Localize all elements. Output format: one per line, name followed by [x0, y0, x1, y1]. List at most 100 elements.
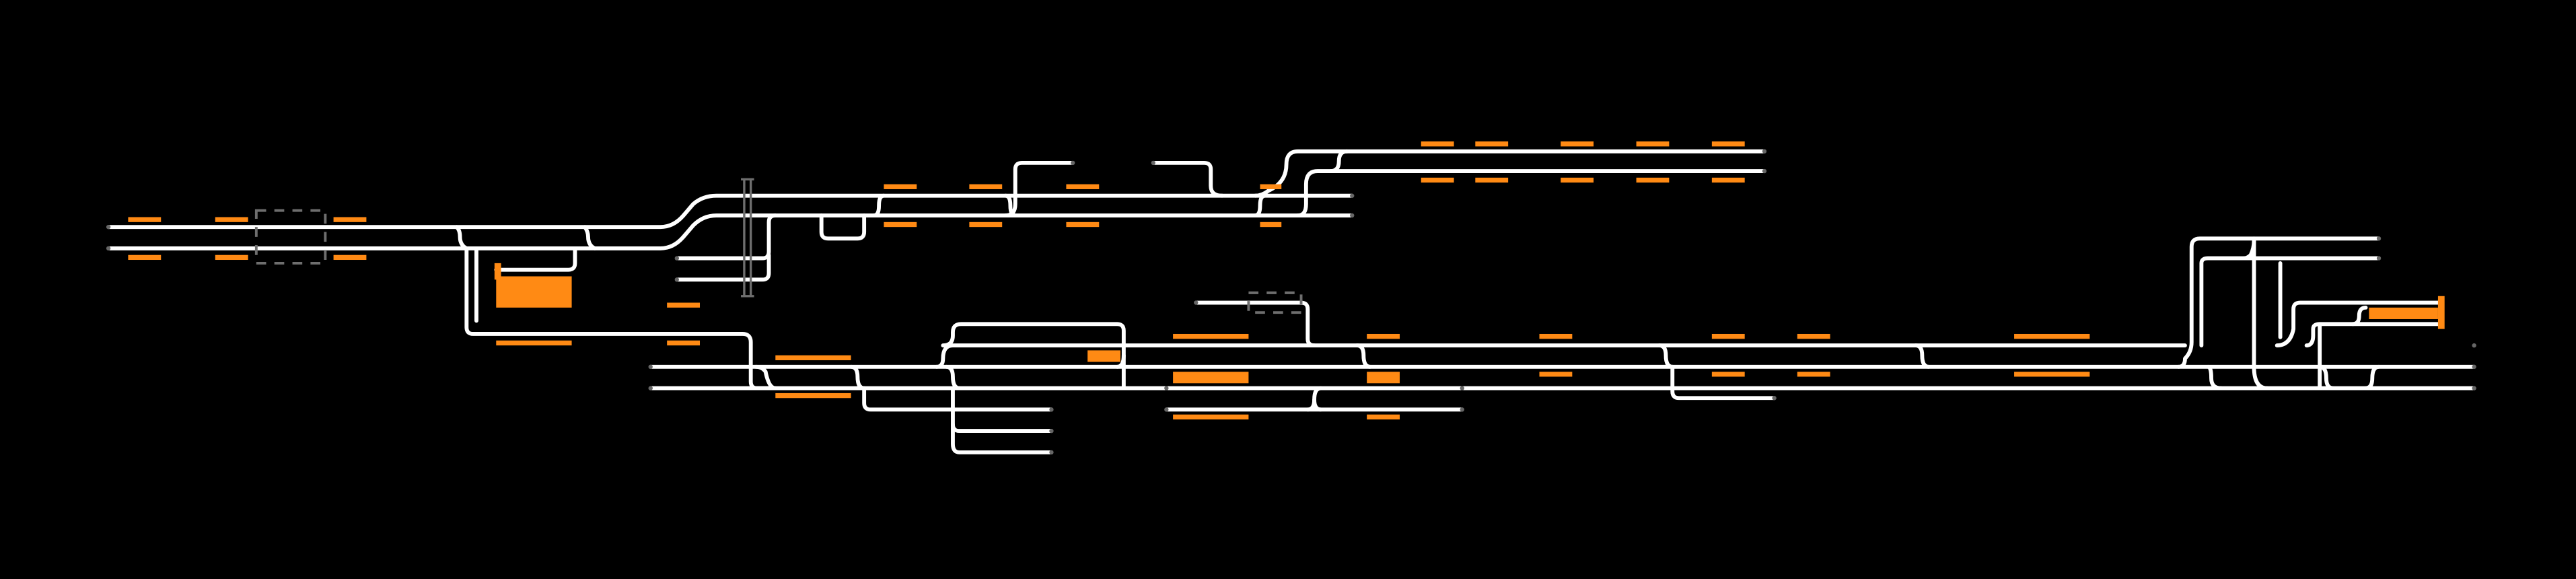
- platform-16: [1066, 222, 1100, 228]
- track-crossover-mid-3: [1253, 193, 1267, 217]
- track-drop-right: [1670, 364, 1777, 401]
- platform-36: [1367, 372, 1400, 384]
- platform-31: [1087, 350, 1120, 362]
- track-drop-siding-1: [862, 386, 1054, 412]
- platform-1: [128, 217, 162, 222]
- track-end-6: [1350, 213, 1355, 218]
- track-end-15: [1460, 407, 1464, 412]
- track-crossover-left-2: [583, 225, 597, 250]
- platform-33: [1173, 372, 1249, 384]
- platform-23: [1561, 141, 1594, 147]
- track-end-11: [1049, 407, 1054, 412]
- track-siding-hump-2: [1151, 160, 1225, 198]
- track-end-10: [674, 277, 680, 282]
- track-end-18: [2376, 256, 2382, 261]
- track-end-13: [1049, 450, 1054, 455]
- platform-15: [1066, 184, 1100, 189]
- platform-32: [1173, 333, 1249, 339]
- platform-37: [1367, 414, 1400, 420]
- buffer-stops: [494, 263, 2445, 329]
- platform-7: [496, 276, 572, 308]
- track-upper-right-1: [1253, 149, 1766, 198]
- track-junction-b: [849, 364, 867, 390]
- platform-44: [2014, 333, 2090, 339]
- track-crossover-d: [1115, 353, 1126, 369]
- track-end-14: [1460, 386, 1464, 390]
- platform-9: [667, 302, 701, 308]
- platform-45: [2014, 372, 2090, 377]
- track-crossover-mid: [871, 193, 886, 217]
- track-end-20: [2472, 364, 2476, 370]
- track-end-23: [1151, 160, 1155, 166]
- track-crossover-left: [454, 225, 469, 250]
- track-end-25: [1164, 386, 1169, 390]
- track-small-dip: [819, 213, 867, 241]
- track-end-7: [1762, 149, 1767, 154]
- track-end-24: [1194, 300, 1198, 305]
- track-far-right-up-4: [2252, 236, 2269, 390]
- track-siding-to-platform: [494, 246, 577, 272]
- platform-19: [1421, 141, 1454, 147]
- track-upper-right-2: [1295, 169, 1766, 217]
- platform-17: [1260, 184, 1282, 189]
- track-far-right-loop: [2275, 300, 2440, 347]
- track-end-22: [1071, 160, 1075, 166]
- track-end-26: [1164, 407, 1169, 412]
- track-far-right-drop-3: [2363, 364, 2381, 390]
- track-end-17: [2376, 236, 2382, 241]
- platform-10: [667, 340, 701, 346]
- platform-34: [1173, 414, 1249, 420]
- track-end-1: [106, 224, 111, 230]
- platform-11: [884, 184, 917, 189]
- track-lines: [106, 149, 2476, 454]
- track-mainline-left-upper: [106, 193, 1355, 230]
- platform-3: [215, 217, 248, 222]
- platform-29: [775, 355, 851, 361]
- platform-14: [969, 222, 1003, 228]
- track-end-8: [1762, 168, 1767, 174]
- platform-41: [1711, 372, 1745, 377]
- platform-21: [1475, 141, 1509, 147]
- buffer-stop-right: [2437, 296, 2445, 329]
- track-far-right-up-1: [2176, 236, 2381, 369]
- track-far-right-loop-3: [2351, 305, 2368, 327]
- platform-6: [333, 254, 367, 261]
- track-end-4: [648, 386, 653, 390]
- track-far-right-drop-2: [2318, 364, 2335, 390]
- platform-38: [1539, 333, 1573, 339]
- track-end-16: [1772, 396, 1777, 401]
- buffer-stop-left: [494, 263, 501, 280]
- track-siding-left-1: [674, 213, 778, 261]
- platform-2: [128, 254, 162, 261]
- track-crossover-g: [1913, 343, 1931, 369]
- platform-4: [215, 254, 248, 261]
- platform-39: [1539, 372, 1573, 377]
- track-ends: [106, 149, 2476, 455]
- track-upper-right-link: [1328, 149, 1349, 174]
- platform-30: [775, 393, 851, 399]
- track-far-right-loop-2: [2304, 322, 2440, 347]
- track-end-19: [2472, 343, 2476, 348]
- platform-8: [496, 340, 572, 346]
- track-far-right-up-3: [2199, 256, 2381, 347]
- platform-20: [1421, 177, 1454, 183]
- platform-12: [884, 222, 917, 228]
- platform-26: [1636, 177, 1670, 183]
- platforms: [128, 141, 2438, 420]
- platform-5: [333, 217, 367, 222]
- platform-24: [1561, 177, 1594, 183]
- track-junction-a: [754, 364, 778, 390]
- platform-28: [1711, 177, 1745, 183]
- dashed-box-left: [254, 209, 327, 265]
- platform-43: [1797, 372, 1830, 377]
- dashed-box-middle: [1247, 291, 1303, 314]
- track-end-2: [106, 246, 111, 251]
- platform-13: [969, 184, 1003, 189]
- track-crossover-c: [944, 364, 962, 390]
- track-end-12: [1049, 428, 1054, 434]
- platform-25: [1636, 141, 1670, 147]
- platform-40: [1711, 333, 1745, 339]
- track-far-right-drop-1: [2206, 364, 2223, 390]
- track-crossover-f: [1657, 343, 1675, 369]
